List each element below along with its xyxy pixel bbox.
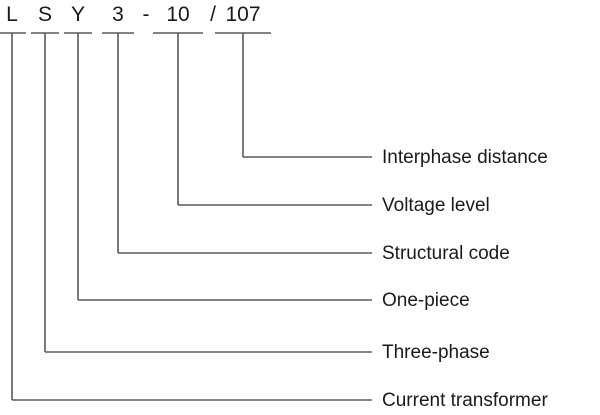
label-seg-s: Three-phase [382,342,490,363]
code-char-seg-y: Y [70,3,86,26]
label-seg-107: Interphase distance [382,147,548,168]
code-char-seg-s: S [37,3,53,26]
label-seg-l: Current transformer [382,390,548,411]
code-char-seg-107: 107 [225,3,261,26]
code-char-seg-10: 10 [166,3,190,26]
code-char-seg-l: L [6,3,18,26]
label-seg-y: One-piece [382,290,470,311]
label-seg-3: Structural code [382,243,510,264]
label-seg-10: Voltage level [382,195,490,216]
code-separator-sep-slash: / [210,3,216,26]
code-separator-sep-dash: - [142,3,150,26]
code-char-seg-3: 3 [112,3,124,26]
